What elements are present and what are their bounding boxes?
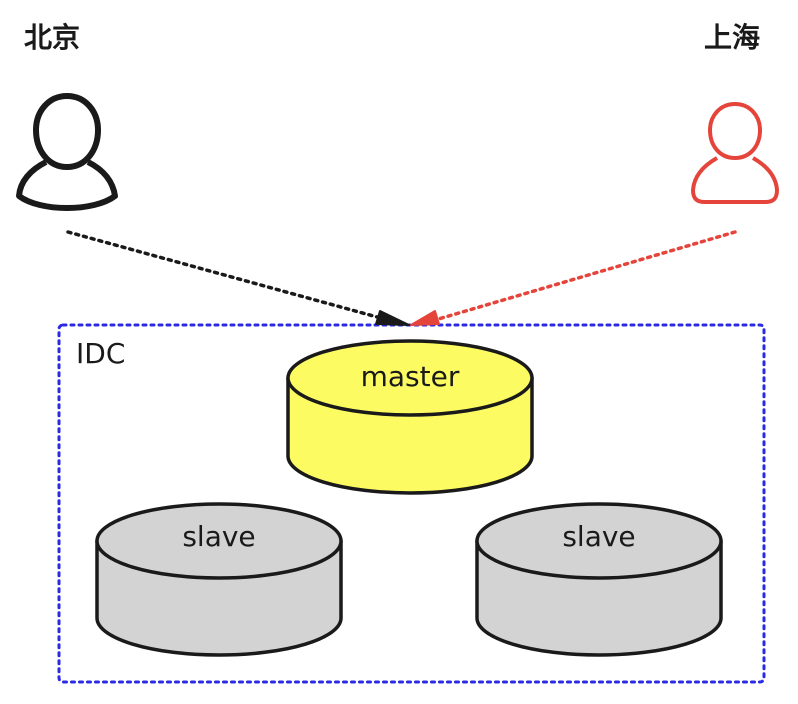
master-node-label: master [360,360,460,393]
slave-node-label-left: slave [182,520,256,553]
master-database-node [286,339,534,495]
shanghai-location-label: 上海 [704,21,761,54]
beijing-user-icon [16,93,118,211]
slave-node-label-right: slave [562,520,636,553]
shanghai-connection-arrow [410,230,737,326]
beijing-location-label: 北京 [24,21,81,54]
shanghai-user-icon [691,102,779,204]
idc-label: IDC [76,337,126,370]
slave-database-node-left [95,502,343,657]
beijing-connection-arrow [66,230,410,326]
slave-database-node-right [475,502,723,657]
